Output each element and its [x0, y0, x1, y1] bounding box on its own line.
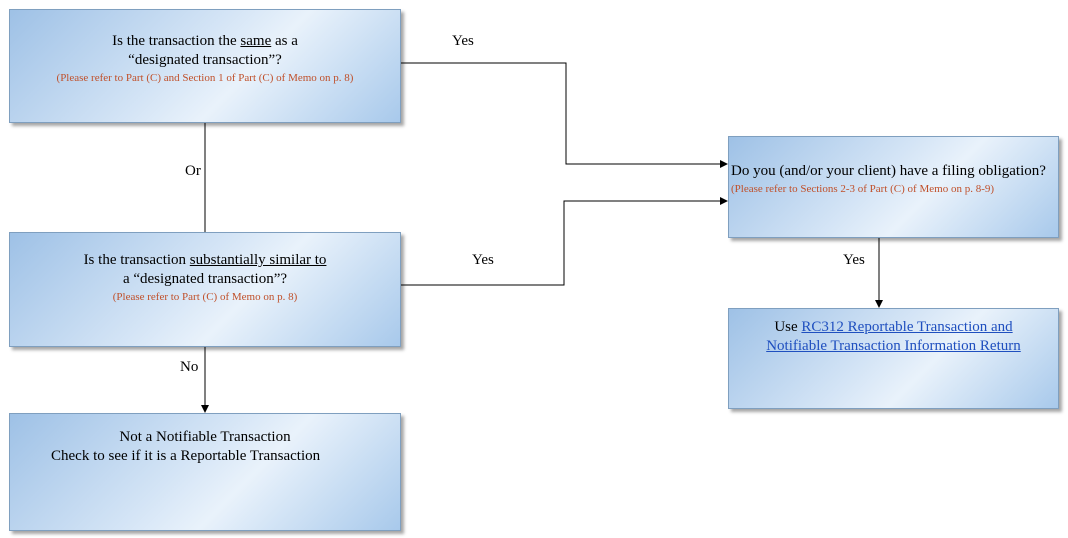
- filing-question: Do you (and/or your client) have a filin…: [731, 163, 1046, 179]
- no-label: No: [180, 359, 199, 375]
- yes-label-right: Yes: [843, 252, 865, 268]
- designated-reference: (Please refer to Part (C) and Section 1 …: [56, 72, 354, 84]
- not-notifiable-box: Not a Notifiable Transaction Check to se…: [9, 413, 401, 531]
- not-notifiable-line2: Check to see if it is a Reportable Trans…: [51, 448, 321, 464]
- rc312-line1: Use RC312 Reportable Transaction and: [729, 318, 1058, 337]
- filing-obligation-box: Do you (and/or your client) have a filin…: [728, 136, 1059, 238]
- similar-reference: (Please refer to Part (C) of Memo on p. …: [112, 291, 298, 303]
- connector-designated-to-filing: [401, 62, 728, 168]
- not-notifiable-line1: Not a Notifiable Transaction: [119, 429, 291, 445]
- filing-reference: (Please refer to Sections 2-3 of Part (C…: [731, 183, 995, 195]
- designated-question-suffix: as a: [271, 33, 298, 49]
- connector-similar-to-filing: [401, 197, 728, 286]
- yes-label-top: Yes: [452, 33, 474, 49]
- or-label: Or: [185, 163, 201, 179]
- yes-label-middle: Yes: [472, 252, 494, 268]
- designated-question-line2: “designated transaction”?: [128, 52, 282, 68]
- substantially-similar-box: Is the transaction substantially similar…: [9, 232, 401, 347]
- designated-question-line1: Is the transaction the same as a: [10, 32, 400, 51]
- similar-question-prefix: Is the transaction: [83, 252, 190, 268]
- designated-question-emphasis: same: [240, 33, 272, 49]
- rc312-prefix: Use: [774, 319, 802, 335]
- designated-question-prefix: Is the transaction the: [112, 33, 241, 49]
- similar-question-line2: a “designated transaction”?: [122, 271, 288, 287]
- similar-question-emphasis: substantially similar to: [189, 252, 327, 268]
- rc312-box: Use RC312 Reportable Transaction and Not…: [728, 308, 1059, 409]
- designated-transaction-box: Is the transaction the same as a “design…: [9, 9, 401, 123]
- similar-question-line1: Is the transaction substantially similar…: [10, 251, 400, 270]
- rc312-link-line1[interactable]: RC312 Reportable Transaction and: [801, 319, 1013, 335]
- rc312-link-line2[interactable]: Notifiable Transaction Information Retur…: [766, 338, 1021, 354]
